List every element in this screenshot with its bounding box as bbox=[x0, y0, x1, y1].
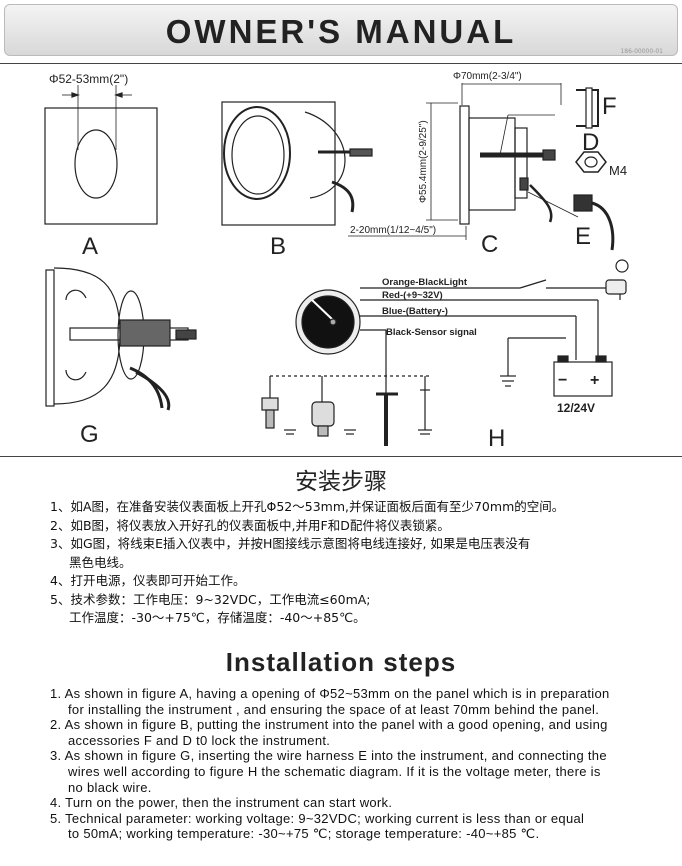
figure-d-label: D bbox=[582, 129, 599, 156]
figure-h-label: H bbox=[488, 425, 505, 452]
en-step-2-cont: accessories F and D t0 lock the instrume… bbox=[68, 732, 331, 748]
installation-diagram: Φ52-53mm(2") Φ70mm(2-3/4") Φ55.4mm(2-9/2… bbox=[44, 71, 629, 452]
m4-label: M4 bbox=[609, 163, 627, 178]
figure-c bbox=[348, 83, 615, 251]
document-number: 186-00000-01 bbox=[620, 48, 663, 55]
figure-g-label: G bbox=[80, 421, 99, 448]
en-instructions: 1. As shown in figure A, having a openin… bbox=[50, 686, 675, 842]
en-step-3-cont2: no black wire. bbox=[68, 779, 152, 795]
en-step-4: 4. Turn on the power, then the instrumen… bbox=[50, 795, 393, 811]
figure-c-label: C bbox=[481, 231, 498, 258]
dim-a: Φ52-53mm(2") bbox=[49, 72, 128, 86]
en-step-5-cont: to 50mA; working temperature: -30~+75 ℃;… bbox=[68, 826, 540, 842]
en-step-5: 5. Technical parameter: working voltage:… bbox=[50, 810, 585, 826]
en-step-2: 2. As shown in figure B, putting the ins… bbox=[50, 717, 608, 733]
title-banner: OWNER'S MANUAL 186-00000-01 bbox=[4, 4, 678, 56]
figure-e-label: E bbox=[575, 223, 591, 250]
cn-step-4: 4、打开电源，仪表即可开始工作。 bbox=[50, 573, 246, 588]
dim-c-bottom: 2-20mm(1/12~4/5") bbox=[350, 225, 436, 236]
wire-blue-label: Blue-(Battery-) bbox=[382, 306, 448, 317]
figure-a-label: A bbox=[82, 233, 98, 260]
battery-plus: + bbox=[590, 372, 599, 389]
cn-step-5: 5、技术参数：工作电压：9~32VDC，工作电流≤60mA; bbox=[50, 591, 371, 607]
figure-f-label: F bbox=[602, 93, 617, 120]
cn-step-2: 2、如B图，将仪表放入开好孔的仪表面板中,并用F和D配件将仪表锁紧。 bbox=[50, 517, 450, 533]
en-step-3: 3. As shown in figure G, inserting the w… bbox=[50, 748, 607, 764]
cn-step-1: 1、如A图，在准备安装仪表面板上开孔Φ52～53mm,并保证面板后面有至少70m… bbox=[50, 499, 565, 514]
figure-a bbox=[44, 85, 158, 225]
middle-divider bbox=[0, 456, 682, 457]
en-section-title: Installation steps bbox=[225, 647, 457, 677]
battery-voltage: 12/24V bbox=[557, 401, 595, 415]
figure-b bbox=[221, 101, 373, 226]
wire-red-label: Red-(+9~32V) bbox=[382, 290, 443, 301]
en-step-3-cont: wires well according to figure H the sch… bbox=[68, 763, 601, 779]
cn-instructions: 1、如A图，在准备安装仪表面板上开孔Φ52～53mm,并保证面板后面有至少70m… bbox=[50, 498, 670, 628]
top-divider bbox=[0, 63, 682, 64]
page-title: OWNER'S MANUAL bbox=[165, 13, 517, 50]
cn-step-3: 3、如G图，将线束E插入仪表中，并按H图接线示意图将电线连接好, 如果是电压表没… bbox=[50, 536, 531, 551]
en-step-1-cont: for installing the instrument , and ensu… bbox=[68, 701, 600, 717]
dim-c-top: Φ70mm(2-3/4") bbox=[453, 71, 522, 82]
en-step-1: 1. As shown in figure A, having a openin… bbox=[50, 686, 610, 701]
dim-c-side: Φ55.4mm(2-9/25") bbox=[418, 120, 429, 203]
cn-section-title: 安装步骤 bbox=[295, 469, 387, 495]
cn-step-3-cont: 黑色电线。 bbox=[69, 554, 132, 570]
cn-step-5-cont: 工作温度：-30～+75℃，存储温度：-40～+85℃。 bbox=[69, 610, 366, 625]
battery-minus: − bbox=[558, 372, 567, 389]
wire-black-label: Black-Sensor signal bbox=[386, 327, 477, 338]
figure-h bbox=[261, 259, 629, 446]
wire-orange-label: Orange-BlackLight bbox=[382, 277, 468, 288]
figure-g bbox=[45, 267, 197, 411]
figure-b-label: B bbox=[270, 233, 286, 260]
